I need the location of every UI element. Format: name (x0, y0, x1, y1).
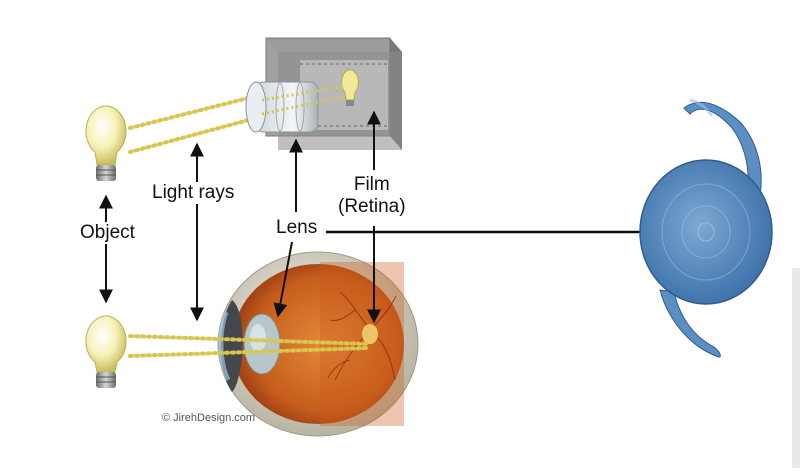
light-bulb-icon (85, 105, 127, 181)
copyright-text: © JirehDesign.com (162, 412, 256, 424)
retina-label: (Retina) (338, 195, 406, 217)
intraocular-lens-icon (639, 98, 773, 358)
lens-pointer-arrows (273, 138, 303, 318)
object-label: Object (80, 222, 135, 244)
eye-light-rays (128, 334, 370, 358)
lens-label: Lens (276, 217, 318, 239)
light-bulb-icon (85, 315, 127, 388)
camera-icon (245, 37, 402, 150)
light-rays-label: Light rays (152, 182, 235, 204)
edge-strip (792, 268, 800, 468)
camera-light-rays (128, 94, 258, 154)
film-retina-label: Film (Retina) (338, 174, 406, 218)
film-label: Film (353, 174, 390, 195)
